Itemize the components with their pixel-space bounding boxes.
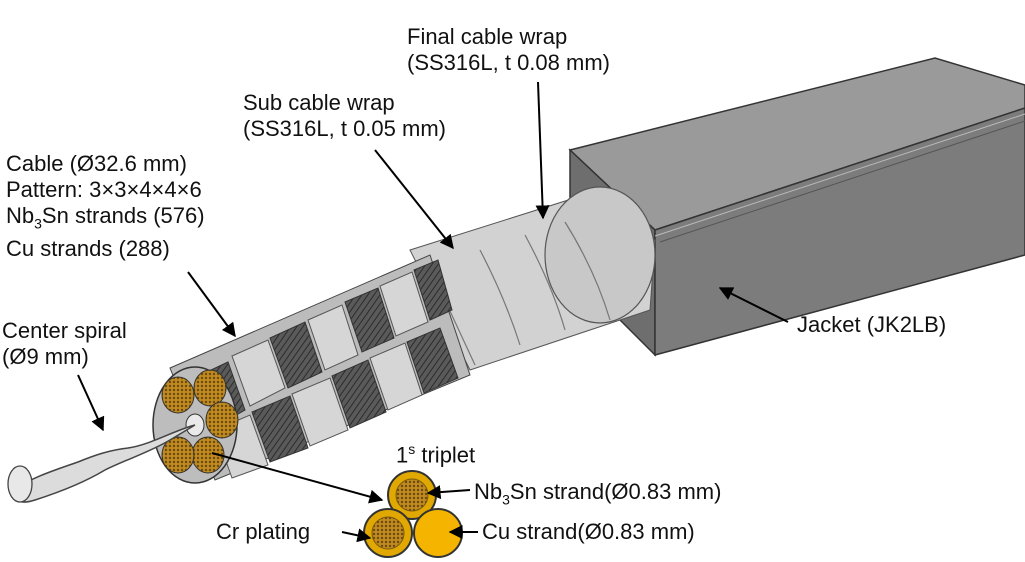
arrow-sub-wrap bbox=[374, 149, 454, 250]
cable-body bbox=[169, 254, 471, 481]
nb3sn-strand-label: Nb3Sn strand(Ø0.83 mm) bbox=[474, 479, 722, 508]
triplet-label: 1s triplet bbox=[396, 441, 476, 468]
cable-end-face bbox=[152, 366, 239, 484]
jacket-side-face bbox=[654, 107, 1025, 356]
arrow-nb3sn bbox=[426, 485, 471, 500]
center-spiral bbox=[7, 424, 196, 503]
sub-wrap-label: Sub cable wrap (SS316L, t 0.05 mm) bbox=[243, 90, 446, 141]
jacket-label: Jacket (JK2LB) bbox=[797, 312, 947, 337]
final-wrap-label: Final cable wrap (SS316L, t 0.08 mm) bbox=[407, 24, 610, 75]
cu-strand-label: Cu strand(Ø0.83 mm) bbox=[482, 519, 695, 544]
arrow-center-spiral bbox=[77, 374, 105, 432]
cr-plating-label: Cr plating bbox=[216, 519, 311, 544]
strand-triplet bbox=[363, 470, 463, 558]
arrow-final-wrap bbox=[535, 81, 550, 220]
final-cable-wrap bbox=[409, 186, 656, 371]
arrow-triplet bbox=[211, 452, 384, 504]
arrow-cable bbox=[187, 271, 236, 338]
arrow-jacket bbox=[718, 287, 789, 323]
arrow-cr bbox=[341, 528, 372, 543]
leader-lines bbox=[77, 81, 789, 543]
cable-label: Cable (Ø32.6 mm) Pattern: 3×3×4×4×6 Nb3S… bbox=[6, 151, 205, 262]
center-spiral-label: Center spiral (Ø9 mm) bbox=[2, 318, 127, 369]
